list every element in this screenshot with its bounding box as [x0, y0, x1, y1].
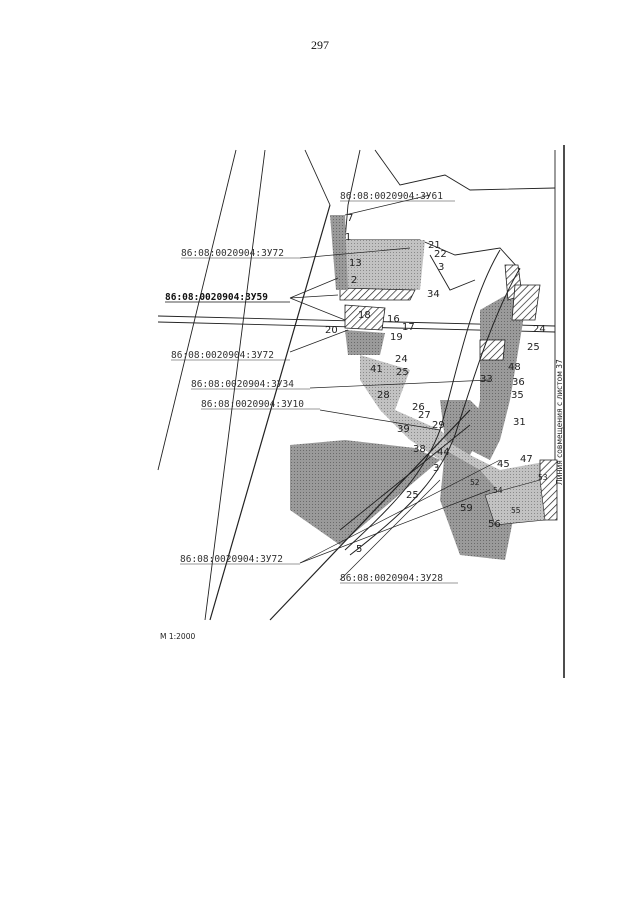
parcel-number: 20: [325, 325, 338, 336]
parcel-number: 41: [370, 364, 383, 375]
parcel-number: 3: [438, 262, 444, 273]
cadastral-label: 86:08:0020904:ЗУ28: [340, 573, 443, 584]
parcel-number: 21: [428, 240, 441, 251]
parcel-number: 13: [349, 258, 362, 269]
parcel-number: 33: [480, 374, 493, 385]
parcel-number: 18: [358, 310, 371, 321]
road-diagonal: [269, 409, 471, 621]
parcel-number: 47: [520, 454, 533, 465]
parcel-number: 1: [345, 232, 351, 243]
leader-line: [344, 194, 431, 216]
boundary-line: [204, 149, 266, 621]
parcel-number: 3: [433, 463, 439, 474]
parcel-strip: [330, 215, 348, 290]
parcel-number: 25: [396, 367, 409, 378]
parcel-20: [345, 330, 385, 355]
parcel-number: 34: [427, 289, 440, 300]
cadastral-label: 86:08:0020904:ЗУ72: [180, 554, 283, 565]
parcel-number: 19: [390, 332, 403, 343]
parcel-number: 17: [402, 322, 415, 333]
parcel-18: [344, 304, 386, 331]
parcel-number: 28: [377, 390, 390, 401]
leader-line: [309, 379, 491, 389]
cadastral-label: 86:08:0020904:ЗУ34: [191, 379, 294, 390]
parcel-number: 53: [538, 473, 548, 482]
cadastral-label: 86:08:0020904:ЗУ72: [181, 248, 284, 259]
parcel-number: 48: [508, 362, 521, 373]
parcel-large-west: [290, 440, 440, 545]
parcel-east-hatched: [511, 284, 541, 321]
leader-line: [289, 297, 346, 321]
parcel-south-east: [484, 479, 546, 526]
parcel-number: 24: [395, 354, 408, 365]
parcel-number: 5: [356, 544, 362, 555]
parcel-number: 22: [434, 249, 447, 260]
parcel-corridor: [360, 355, 555, 520]
parcel-number: 25: [527, 342, 540, 353]
leader-line: [289, 329, 349, 353]
road-curve: [344, 249, 501, 551]
map-scale: М 1:2000: [160, 632, 195, 641]
parcel-number: 27: [418, 410, 431, 421]
parcel-number: 56: [488, 519, 501, 530]
leader-line: [289, 294, 339, 299]
parcel-number: 31: [513, 417, 526, 428]
parcel-48: [479, 339, 506, 361]
boundary-line: [209, 204, 331, 621]
boundary-line: [157, 149, 237, 471]
cadastral-label: 86:08:0020904:ЗУ59: [165, 292, 268, 303]
parcel-number: 24: [533, 324, 546, 335]
leader-line: [319, 409, 441, 431]
parcel-number: 52: [470, 478, 480, 487]
parcel-number: 7: [347, 213, 353, 224]
parcel-number: 55: [511, 506, 521, 515]
parcel-number: 29: [432, 420, 445, 431]
sheet-join-note: Линия совмещения с листом 37: [555, 359, 564, 485]
leader-line: [299, 247, 411, 259]
parcel-number: 44: [437, 447, 450, 458]
parcel-outline: [374, 149, 556, 191]
parcel-number: 25: [406, 490, 419, 501]
parcel-number: 2: [351, 275, 357, 286]
parcel-number: 35: [511, 390, 524, 401]
parcel-number: 16: [387, 314, 400, 325]
parcel-outline: [419, 239, 521, 271]
parcel-large-south: [440, 450, 515, 560]
cadastral-label: 86:08:0020904:ЗУ72: [171, 350, 274, 361]
parcel-number: 36: [512, 377, 525, 388]
parcel-number: 39: [397, 424, 410, 435]
parcel-zu59: [339, 287, 416, 301]
road-curve: [349, 267, 521, 556]
parcel-number: 59: [460, 503, 473, 514]
cadastral-label: 86:08:0020904:ЗУ61: [340, 191, 443, 202]
parcel-number: 26: [412, 402, 425, 413]
cadastral-label: 86:08:0020904:ЗУ10: [201, 399, 304, 410]
parcel-number: 45: [497, 459, 510, 470]
page-number: 297: [311, 38, 329, 52]
leader-line: [299, 459, 501, 564]
leader-line: [299, 489, 491, 564]
boundary-line: [304, 149, 331, 206]
leader-line: [339, 479, 441, 581]
parcel-number: 54: [493, 486, 503, 495]
leader-line: [289, 277, 339, 299]
road-diagonal: [339, 424, 471, 531]
parcel-outline: [429, 254, 476, 291]
parcel-number: 38: [413, 444, 426, 455]
